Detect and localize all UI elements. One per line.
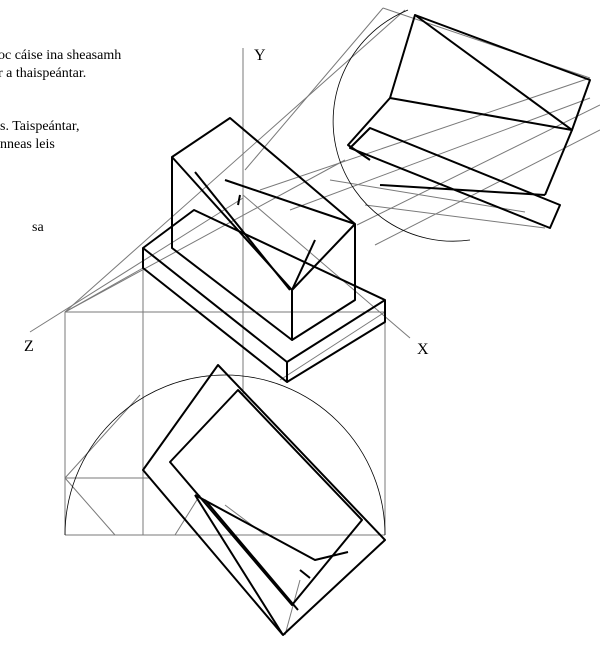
text-line-4: nneas leis xyxy=(0,137,55,152)
object-edges xyxy=(142,14,591,636)
y-axis-label: Y xyxy=(254,47,266,64)
arc-lower xyxy=(64,374,386,536)
text-line-1: oc cáise ina sheasamh xyxy=(0,48,122,63)
question-text-fragment-2: s. Taispeántar, nneas leis xyxy=(0,118,79,154)
question-text-fragment-3: sa xyxy=(32,219,44,237)
z-axis-label: Z xyxy=(24,338,34,355)
construction-lines xyxy=(29,7,600,636)
question-text-fragment-1: oc cáise ina sheasamh r a thaispeántar. xyxy=(0,47,121,83)
aux-view xyxy=(347,14,591,229)
construction-arcs xyxy=(64,9,471,536)
text-line-3: s. Taispeántar, xyxy=(0,119,80,134)
base-plate xyxy=(142,209,386,383)
arc-upper xyxy=(332,9,471,242)
z-axis-line xyxy=(29,197,244,333)
x-axis-label: X xyxy=(417,341,429,358)
plan-view xyxy=(142,364,386,636)
text-line-2: r a thaispeántar. xyxy=(0,66,87,81)
upper-block xyxy=(171,117,356,341)
text-line-5: sa xyxy=(32,220,44,235)
